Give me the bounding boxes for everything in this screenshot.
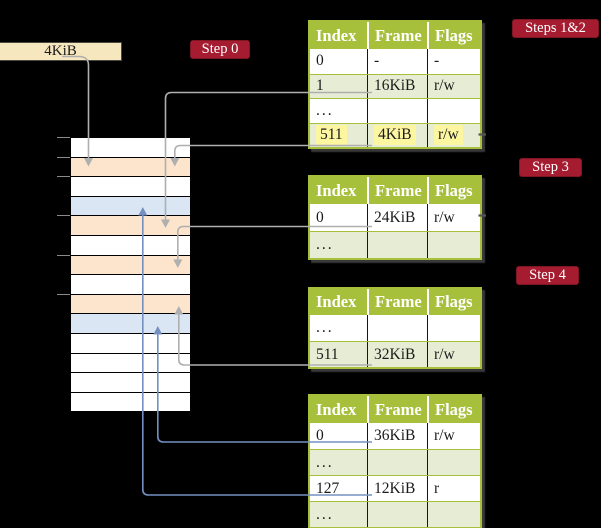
physical-memory-stack bbox=[70, 137, 191, 413]
frame-address-box: 4KiB bbox=[0, 42, 122, 61]
memory-row bbox=[71, 294, 190, 315]
header-flags: Flags bbox=[427, 177, 480, 204]
table-cell: ... bbox=[316, 453, 334, 471]
memory-row bbox=[71, 235, 190, 256]
memory-row bbox=[71, 157, 190, 178]
address-tick bbox=[57, 293, 70, 295]
header-frame: Frame bbox=[367, 289, 427, 315]
table-row: 127 12KiB r bbox=[310, 475, 480, 501]
table-cell: - bbox=[367, 49, 427, 74]
table-cell bbox=[427, 450, 480, 475]
table-cell bbox=[427, 232, 480, 258]
memory-row bbox=[71, 373, 190, 393]
table-cell: 511 bbox=[316, 345, 339, 363]
page-table-level-1: Index Frame Flags 0 36KiB r/w ... 127 12… bbox=[308, 394, 482, 528]
highlight: 4KiB bbox=[374, 125, 416, 146]
table-row: ... bbox=[310, 449, 480, 475]
table-cell: 24KiB bbox=[367, 204, 427, 231]
table-cell: 0 bbox=[316, 208, 324, 226]
table-cell: ... bbox=[316, 101, 334, 119]
header-index: Index bbox=[316, 292, 357, 311]
memory-row bbox=[71, 138, 190, 158]
memory-row bbox=[71, 353, 190, 374]
step-4-badge: Step 4 bbox=[516, 266, 579, 285]
table-cell: r/w bbox=[427, 123, 480, 147]
table-cell: 0 bbox=[316, 52, 324, 70]
header-flags: Flags bbox=[427, 396, 480, 423]
table-cell: 12KiB bbox=[367, 476, 427, 501]
table-cell: r/w bbox=[427, 74, 480, 98]
highlight: r/w bbox=[434, 125, 463, 146]
table-row: ... bbox=[310, 501, 480, 527]
address-tick bbox=[57, 137, 70, 138]
table-cell bbox=[427, 99, 480, 123]
table-cell: 511 bbox=[310, 124, 367, 148]
steps-1-2-badge: Steps 1&2 bbox=[512, 19, 599, 38]
table-cell: r/w bbox=[427, 423, 480, 449]
memory-row bbox=[71, 177, 190, 197]
table-cell: 0 bbox=[316, 427, 324, 444]
header-flags: Flags bbox=[427, 289, 480, 315]
address-tick bbox=[57, 215, 70, 217]
table-cell: 127 bbox=[316, 479, 340, 497]
table-cell: ... bbox=[316, 505, 334, 523]
table-header-row: Index Frame Flags bbox=[310, 22, 480, 49]
table-cell bbox=[367, 99, 427, 123]
table-cell: 1 bbox=[316, 77, 324, 95]
table-row: 0 24KiB r/w bbox=[310, 204, 480, 231]
highlight: 511 bbox=[316, 125, 347, 146]
step-3-badge: Step 3 bbox=[519, 158, 582, 177]
memory-row bbox=[71, 392, 190, 413]
table-cell: r bbox=[427, 476, 480, 501]
memory-row bbox=[71, 275, 190, 295]
table-cell: ... bbox=[316, 319, 334, 336]
memory-row bbox=[71, 333, 190, 354]
page-table-step-3: Index Frame Flags 0 24KiB r/w ... bbox=[308, 175, 482, 260]
table-cell: r/w bbox=[427, 342, 480, 367]
table-row: 511 32KiB r/w bbox=[310, 341, 480, 367]
table-row: ... bbox=[310, 315, 480, 341]
header-frame: Frame bbox=[367, 177, 427, 204]
table-cell bbox=[367, 232, 427, 258]
table-cell bbox=[367, 450, 427, 475]
memory-row bbox=[71, 216, 190, 236]
memory-row bbox=[71, 196, 190, 217]
header-index: Index bbox=[316, 180, 357, 200]
table-cell: 36KiB bbox=[367, 423, 427, 449]
header-frame: Frame bbox=[367, 396, 427, 423]
header-index: Index bbox=[316, 399, 357, 419]
header-frame: Frame bbox=[367, 22, 427, 49]
table-cell: - bbox=[427, 49, 480, 74]
step-0-badge: Step 0 bbox=[190, 40, 250, 59]
address-tick bbox=[57, 156, 70, 158]
table-cell: r/w bbox=[427, 204, 480, 231]
table-cell: ... bbox=[316, 236, 334, 253]
page-table-step-4: Index Frame Flags ... 511 32KiB r/w bbox=[308, 287, 482, 369]
table-row: 1 16KiB r/w bbox=[310, 73, 480, 98]
table-cell bbox=[367, 502, 427, 527]
header-index: Index bbox=[316, 25, 357, 45]
table-row: ... bbox=[310, 98, 480, 123]
memory-row bbox=[71, 314, 190, 334]
table-header-row: Index Frame Flags bbox=[310, 177, 480, 204]
table-cell: 32KiB bbox=[367, 342, 427, 367]
table-cell: 4KiB bbox=[367, 123, 427, 147]
page-table-steps-1-2: Index Frame Flags 0 - - 1 16KiB r/w ... … bbox=[308, 20, 482, 149]
table-header-row: Index Frame Flags bbox=[310, 289, 480, 315]
table-cell bbox=[427, 315, 480, 341]
table-header-row: Index Frame Flags bbox=[310, 396, 480, 423]
header-flags: Flags bbox=[427, 22, 480, 49]
table-cell bbox=[427, 502, 480, 527]
table-cell: 16KiB bbox=[367, 74, 427, 98]
table-row: 0 36KiB r/w bbox=[310, 423, 480, 449]
address-tick bbox=[57, 176, 70, 178]
address-tick bbox=[57, 254, 70, 256]
table-row: 0 - - bbox=[310, 49, 480, 74]
memory-row bbox=[71, 255, 190, 276]
table-cell bbox=[367, 315, 427, 341]
table-row-highlighted: 511 4KiB r/w bbox=[310, 122, 480, 148]
table-row: ... bbox=[310, 231, 480, 258]
